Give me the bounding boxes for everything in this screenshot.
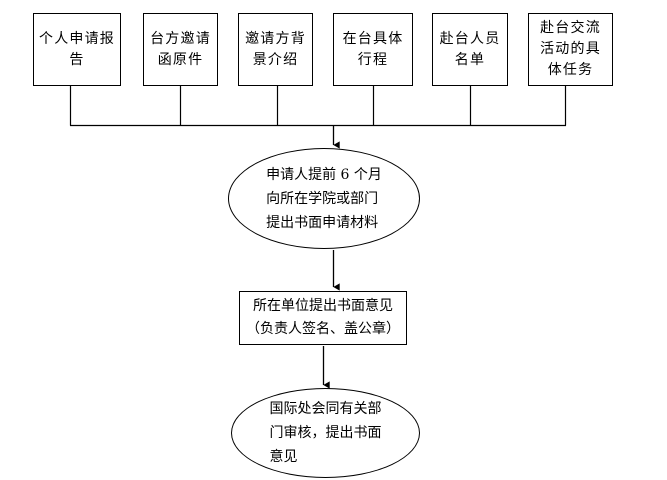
step-apply-line1-number: 6: [340, 166, 350, 183]
step-apply-line3: 提出书面申请材料: [266, 214, 379, 231]
input-box-doc-1-label: 个人申请报告: [39, 30, 115, 68]
input-box-doc-3-label: 邀请方背景介绍: [245, 30, 306, 68]
step-apply-ellipse[interactable]: 申请人提前 6 个月向所在学院或部门提出书面申请材料: [228, 148, 420, 249]
input-box-doc-3[interactable]: 邀请方背景介绍: [238, 13, 313, 86]
input-box-doc-2[interactable]: 台方邀请函原件: [143, 13, 218, 86]
step-apply-line2: 向所在学院或部门: [266, 190, 379, 207]
input-box-doc-2-label: 台方邀请函原件: [150, 30, 211, 68]
step-unit-opinion-line2: （负责人签名、盖公章）: [246, 321, 400, 337]
input-box-doc-5[interactable]: 赴台人员名单: [432, 13, 508, 86]
step-unit-opinion-line1: 所在单位提出书面意见: [253, 298, 393, 314]
input-box-doc-4[interactable]: 在台具体行程: [333, 13, 413, 86]
step-apply-line1-after: 个月: [349, 166, 382, 183]
step-apply-line1-before: 申请人提前: [266, 166, 341, 183]
input-box-doc-1[interactable]: 个人申请报告: [33, 13, 121, 86]
step-apply-text: 申请人提前 6 个月向所在学院或部门提出书面申请材料: [266, 163, 382, 235]
step-review-line2: 门审核，提出书面: [269, 425, 382, 441]
step-review-text: 国际处会同有关部门审核，提出书面意见: [270, 397, 382, 469]
input-box-doc-6[interactable]: 赴台交流活动的具体任务: [528, 13, 613, 86]
input-box-doc-5-label: 赴台人员名单: [439, 30, 501, 68]
input-box-doc-4-label: 在台具体行程: [342, 30, 404, 68]
step-unit-opinion-box[interactable]: 所在单位提出书面意见 （负责人签名、盖公章）: [239, 291, 407, 345]
input-box-doc-6-label: 赴台交流活动的具体任务: [540, 20, 601, 78]
step-review-line3: 意见: [269, 449, 298, 465]
step-review-ellipse[interactable]: 国际处会同有关部门审核，提出书面意见: [231, 388, 420, 478]
step-review-line1: 国际处会同有关部: [269, 401, 382, 417]
step-unit-opinion-text: 所在单位提出书面意见 （负责人签名、盖公章）: [246, 295, 400, 341]
